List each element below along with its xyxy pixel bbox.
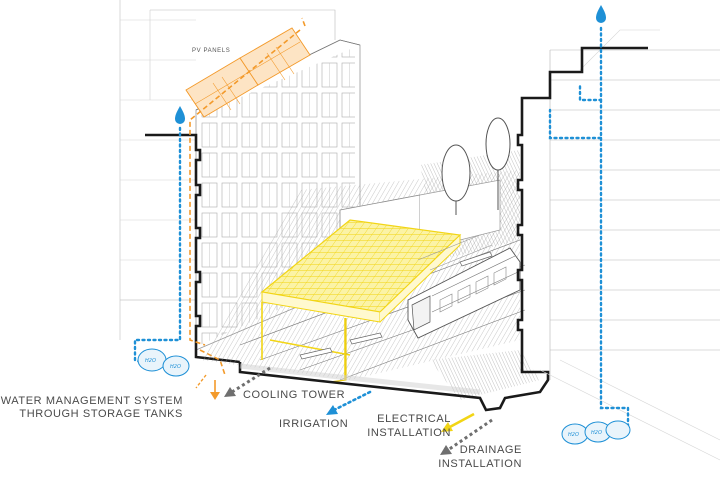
right-water-line: [548, 26, 630, 430]
svg-text:H2O: H2O: [591, 430, 602, 436]
water-drop-icon: [175, 106, 185, 124]
right-building: [516, 29, 720, 461]
tree-icons: [441, 117, 511, 215]
water-drop-icon: [596, 5, 606, 23]
left-water-line: [133, 126, 182, 367]
svg-text:H2O: H2O: [145, 358, 156, 364]
cooling-tower-canopy: [260, 219, 462, 383]
svg-text:H2O: H2O: [170, 364, 181, 370]
pv-orange-conduit: [189, 17, 306, 346]
storage-tank-icon: H2O H2O: [561, 420, 631, 445]
irrigation-arrow: [326, 390, 372, 415]
bench-icons: [299, 251, 493, 360]
drainage-label-line2: INSTALLATION: [438, 458, 522, 470]
pv-panels-label: PV PANELS: [192, 48, 230, 54]
right-section-cut: [516, 46, 648, 366]
electrical-arrow: [441, 412, 475, 432]
electrical-label-line1: ELECTRICAL: [377, 413, 451, 425]
drainage-arrow: [440, 418, 493, 455]
storage-tank-icon: H2O H2O: [137, 348, 190, 377]
electrical-label-line2: INSTALLATION: [367, 427, 451, 439]
pv-panels: [185, 17, 311, 400]
cooling-tower-label: COOLING TOWER: [243, 389, 345, 401]
left-section-cut: [145, 133, 241, 364]
svg-text:H2O: H2O: [568, 432, 579, 438]
cooling-tower-arrow: [224, 366, 271, 397]
tram-icon: [407, 234, 521, 339]
water-management-label-line1: WATER MANAGEMENT SYSTEM: [1, 395, 183, 407]
irrigation-label: IRRIGATION: [279, 418, 348, 430]
drainage-label-line1: DRAINAGE: [460, 444, 522, 456]
water-management-label-line2: THROUGH STORAGE TANKS: [19, 408, 183, 420]
